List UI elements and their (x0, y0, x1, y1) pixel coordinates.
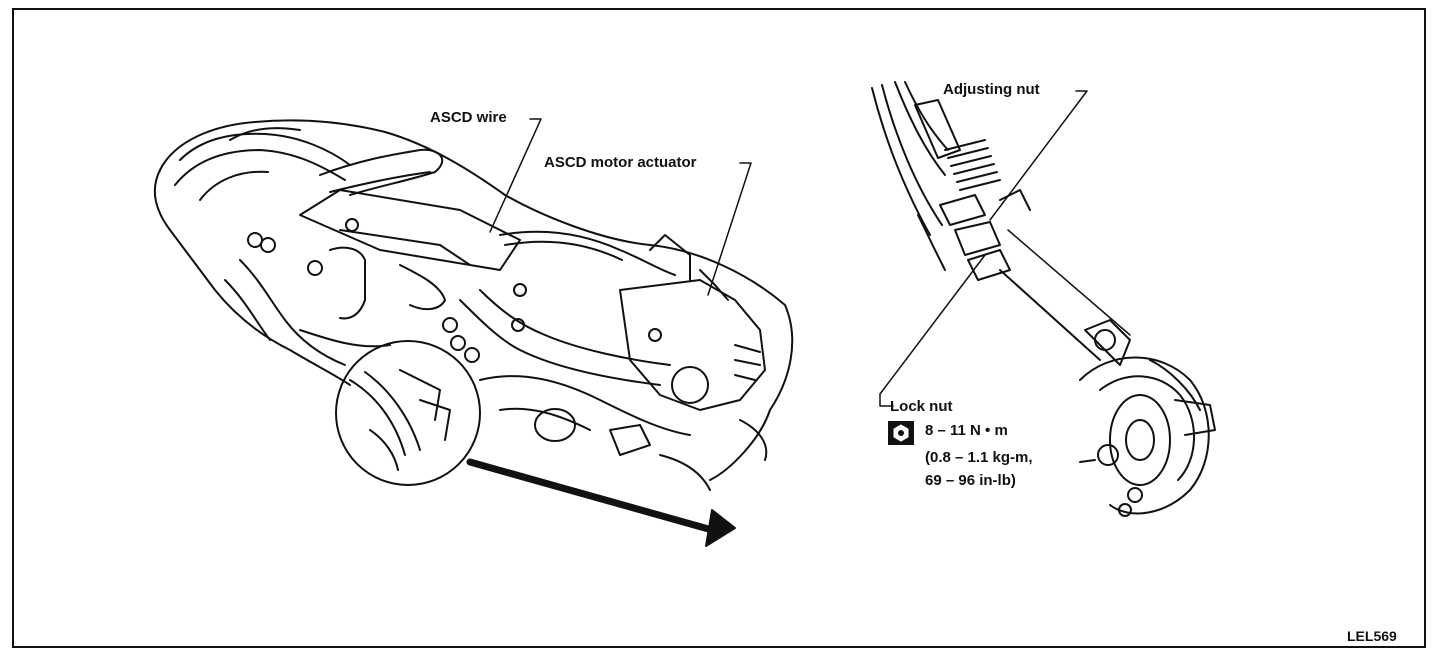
ascd-motor-actuator-leader (707, 162, 752, 296)
adjusting-nut-label: Adjusting nut (943, 81, 1040, 98)
ascd-wire-leader (489, 118, 542, 233)
figure-frame (12, 8, 1426, 648)
adjusting-detail-illustration (871, 81, 1216, 517)
detail-arrow-icon (466, 458, 736, 547)
lock-nut-label: Lock nut (890, 398, 953, 415)
ascd-motor-actuator-label: ASCD motor actuator (544, 154, 697, 171)
torque-spec-kgm: (0.8 – 1.1 kg-m, (925, 449, 1033, 466)
lock-nut-leader (879, 254, 986, 407)
tightening-torque-icon (888, 421, 914, 445)
adjusting-nut-leader (989, 90, 1088, 221)
torque-spec-nm: 8 – 11 N • m (925, 422, 1008, 439)
torque-spec-inlb: 69 – 96 in-lb) (925, 472, 1016, 489)
figure-id: LEL569 (1347, 628, 1397, 644)
engine-illustration (153, 119, 794, 491)
ascd-wire-label: ASCD wire (430, 109, 507, 126)
